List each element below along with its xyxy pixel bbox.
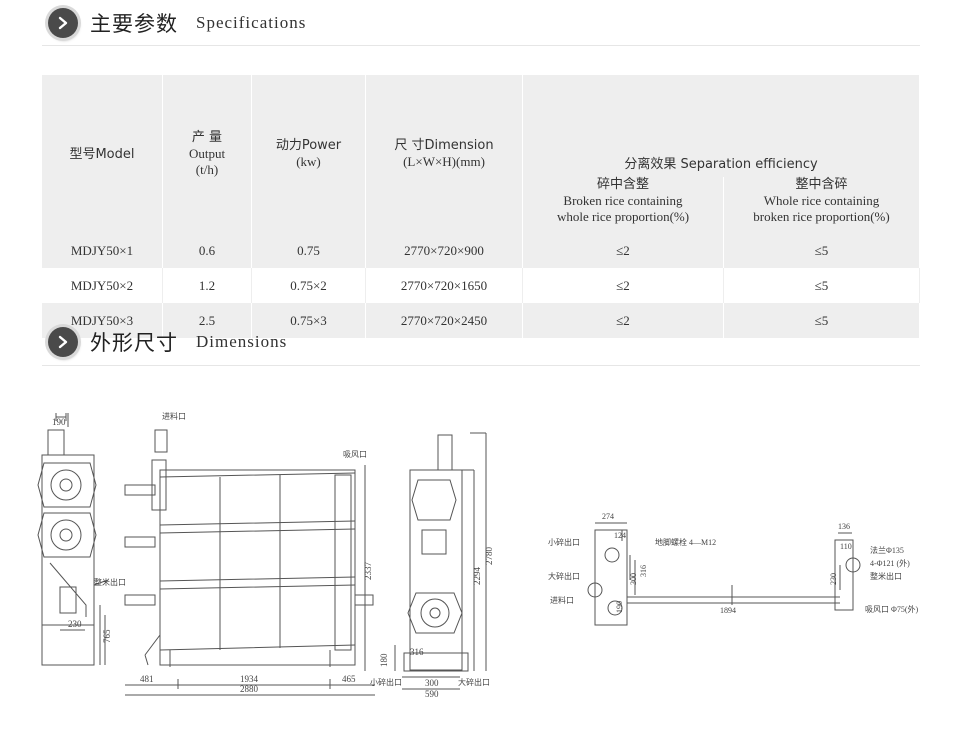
cell-whole: ≤5 (723, 303, 920, 338)
dim-300: 300 (425, 678, 439, 688)
dim-316: 316 (639, 565, 648, 577)
col-power: 动力Power (kw) (251, 75, 366, 233)
dim-2294: 2294 (472, 567, 482, 586)
dim-1934: 1934 (240, 674, 259, 684)
label-whole-rice-outlet: 整米出口 (94, 577, 126, 587)
cell-dimension: 2770×720×1650 (365, 268, 523, 303)
cell-power: 0.75 (251, 233, 366, 268)
cell-broken: ≤2 (522, 268, 724, 303)
cell-whole: ≤5 (723, 268, 920, 303)
dim-124: 124 (614, 531, 626, 540)
dim-765: 765 (102, 629, 112, 643)
col-model: 型号Model (42, 75, 163, 233)
section-title-cn: 外形尺寸 (90, 331, 178, 355)
section-title-cn: 主要参数 (90, 12, 178, 36)
cell-broken: ≤2 (522, 303, 724, 338)
label-anchor-bolt: 地脚螺栓 4—M12 (655, 537, 716, 547)
cell-whole: ≤5 (723, 233, 920, 268)
col-output: 产 量 Output (t/h) (162, 75, 252, 233)
label-whole-rice-outlet: 整米出口 (870, 571, 902, 581)
dim-2337: 2337 (363, 562, 373, 581)
cell-dimension: 2770×720×900 (365, 233, 523, 268)
dim-274: 274 (602, 512, 614, 521)
dim-136: 136 (838, 522, 850, 531)
dimensions-heading: 外形尺寸 Dimensions (42, 322, 287, 362)
divider (42, 365, 920, 366)
specifications-heading: 主要参数 Specifications (42, 3, 306, 43)
table-row: MDJY50×2 1.2 0.75×2 2770×720×1650 ≤2 ≤5 (42, 268, 920, 303)
dim-190: 190 (615, 601, 624, 613)
label-feed-inlet: 进料口 (162, 411, 186, 421)
dim-230: 230 (829, 573, 838, 585)
label-small-broken-outlet: 小碎出口 (548, 537, 580, 547)
cell-broken: ≤2 (522, 233, 724, 268)
dim-2780: 2780 (484, 547, 494, 566)
dim-481: 481 (140, 674, 154, 684)
dim-465: 465 (342, 674, 356, 684)
label-holes: 4-Φ121 (外) (870, 558, 910, 568)
dim-230: 230 (68, 619, 82, 629)
chevron-right-icon (48, 8, 78, 38)
table-row: MDJY50×3 2.5 0.75×3 2770×720×2450 ≤2 ≤5 (42, 303, 920, 338)
label-suction-port: 吸风口 (343, 450, 367, 459)
dim-180: 180 (379, 653, 389, 667)
cell-output: 2.5 (162, 303, 252, 338)
label-large-broken-outlet: 大碎出口 (458, 677, 490, 687)
cell-output: 0.6 (162, 233, 252, 268)
cell-model: MDJY50×1 (42, 233, 163, 268)
cell-model: MDJY50×2 (42, 268, 163, 303)
cell-power: 0.75×3 (251, 303, 366, 338)
cell-power: 0.75×2 (251, 268, 366, 303)
label-large-broken-outlet: 大碎出口 (548, 571, 580, 581)
table-row: MDJY50×1 0.6 0.75 2770×720×900 ≤2 ≤5 (42, 233, 920, 268)
specifications-table: 型号Model 产 量 Output (t/h) 动力Power (kw) 尺 … (42, 75, 920, 338)
machine-elevation-drawing: 190 230 765 481 1934 465 2880 2337 2294 … (37, 411, 494, 699)
section-title-en: Dimensions (196, 332, 288, 351)
col-separation-group: 分离效果 Separation efficiency (522, 75, 920, 177)
cell-output: 1.2 (162, 268, 252, 303)
dim-2880: 2880 (240, 684, 259, 694)
dim-316: 316 (410, 647, 424, 657)
chevron-right-icon (48, 327, 78, 357)
col-dimension: 尺 寸Dimension (L×W×H)(mm) (365, 75, 523, 233)
dim-190: 190 (52, 417, 66, 427)
label-small-broken-outlet: 小碎出口 (370, 677, 402, 687)
section-title-en: Specifications (196, 13, 307, 32)
label-flange: 法兰Φ135 (870, 545, 904, 555)
col-broken: 碎中含整 Broken rice containing whole rice p… (522, 177, 724, 233)
cell-dimension: 2770×720×2450 (365, 303, 523, 338)
dim-300: 300 (629, 573, 638, 585)
divider (42, 45, 920, 46)
dim-590: 590 (425, 689, 439, 699)
dim-110: 110 (840, 542, 852, 551)
foundation-plan-drawing: 274 124 300 316 190 1894 136 110 230 小碎出… (548, 512, 919, 626)
label-feed-inlet: 进料口 (550, 595, 574, 605)
dim-1894: 1894 (720, 606, 736, 615)
col-whole: 整中含碎 Whole rice containing broken rice p… (723, 177, 920, 233)
label-suction: 吸风口 Φ75(外) (865, 604, 919, 614)
